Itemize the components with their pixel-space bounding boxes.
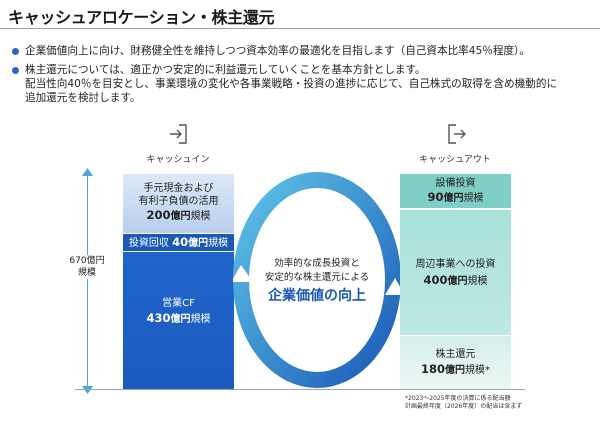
center-line1: 効率的な成長投資と: [274, 258, 360, 269]
center-headline: 企業価値の向上: [268, 288, 366, 304]
operating-cf-amount-row: 430億円規模: [146, 311, 211, 326]
page-title: キャッシュアロケーション・株主還元: [8, 8, 275, 27]
bullet-line: 追加還元を検討します。: [25, 92, 141, 104]
total-unit: 億円: [86, 256, 105, 266]
return-amount-row: 180億円規模*: [420, 362, 490, 377]
bullet-text: 企業価値向上に向け、財務健全性を維持しつつ資本効率の最適化を目指します（自己資本…: [25, 45, 530, 57]
cycle-ring-graphic: [233, 172, 401, 388]
debt-amount-row: 200億円規模: [146, 208, 211, 223]
bullet-capital-efficiency: 企業価値向上に向け、財務健全性を維持しつつ資本効率の最適化を目指します（自己資本…: [12, 44, 592, 58]
exit-icon: [448, 124, 466, 144]
operating-cf-label: 営業CF: [162, 298, 195, 309]
bullet-line: 株主還元については、適正かつ安定的に利益還元していくことを基本方針とします。: [25, 64, 426, 76]
cash-in-debt-box: 手元現金および 有利子負債の活用 200億円規模: [123, 174, 234, 233]
cash-out-shareholder-return-box: 株主還元 180億円規模*: [400, 336, 511, 389]
capex-label: 設備投資: [435, 178, 476, 189]
bullet-dot-icon: [12, 48, 19, 55]
cash-in-operating-cf-box: 営業CF 430億円規模: [123, 252, 234, 389]
center-line2: 安定的な株主還元による: [264, 272, 370, 283]
total-suffix: 規模: [77, 268, 96, 278]
cash-out-label: キャッシュアウト: [419, 155, 491, 165]
bullet-dot-icon: [12, 67, 19, 74]
return-label: 株主還元: [435, 349, 476, 360]
capex-amount-row: 90億円規模: [427, 190, 484, 205]
cash-in-label: キャッシュイン: [146, 155, 210, 165]
footnote-line2: 計画最終年度（2026年度）の配当は含まず: [405, 403, 523, 410]
peripheral-amount-row: 400億円規模: [423, 273, 488, 288]
total-axis-line: [87, 173, 88, 389]
arrow-up-icon: [82, 168, 93, 176]
bullet-text: 株主還元については、適正かつ安定的に利益還元していくことを基本方針とします。 配…: [25, 63, 557, 105]
bullet-line: 配当性向40％を目安とし、事業環境の変化や各事業戦略・投資の進捗に応じて、自己株…: [25, 78, 558, 90]
enter-icon: [170, 124, 187, 144]
peripheral-label: 周辺事業への投資: [415, 259, 496, 270]
cash-in-investment-recovery-box: 投資回収 40億円規模: [123, 234, 234, 251]
total-amount: 670: [69, 256, 87, 266]
recovery-row: 投資回収 40億円規模: [128, 235, 229, 250]
bullet-shareholder-return: 株主還元については、適正かつ安定的に利益還元していくことを基本方針とします。 配…: [12, 63, 592, 105]
footnote: *2023～2025年度の決算に係る配当額 計画最終年度（2026年度）の配当は…: [405, 395, 522, 411]
chart-baseline: [75, 389, 525, 390]
title-divider: [0, 28, 600, 29]
debt-line2: 有利子負債の活用: [138, 196, 219, 207]
footnote-line1: *2023～2025年度の決算に係る配当額: [405, 395, 511, 402]
cash-out-peripheral-investment-box: 周辺事業への投資 400億円規模: [400, 210, 511, 335]
cash-out-capex-box: 設備投資 90億円規模: [400, 174, 511, 208]
total-label: 670億円 規模: [62, 255, 112, 279]
debt-line1: 手元現金および: [143, 183, 214, 194]
arrow-down-icon: [82, 386, 93, 394]
